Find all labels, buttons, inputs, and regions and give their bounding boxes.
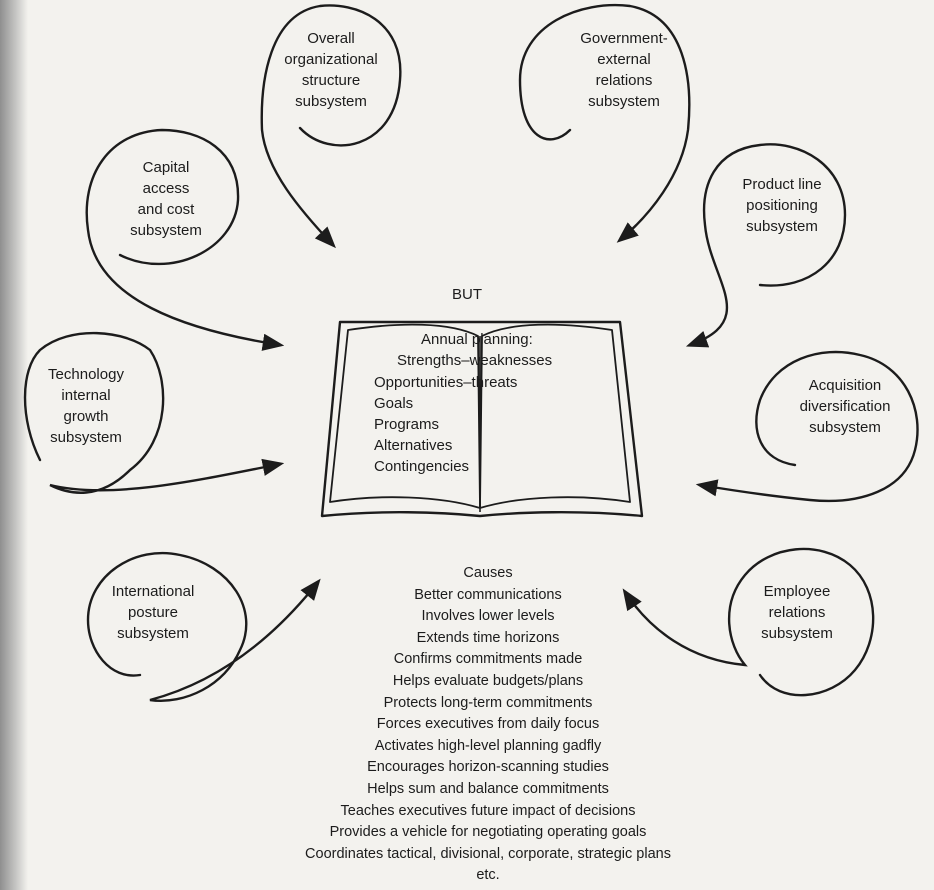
spiral-arrow-overall <box>260 4 402 249</box>
page-edge-shadow <box>0 0 28 890</box>
cause-item: Provides a vehicle for negotiating opera… <box>329 824 647 841</box>
cause-item: Helps evaluate budgets/plans <box>392 672 584 689</box>
cause-item: Helps sum and balance commitments <box>367 780 609 797</box>
causes-heading: Causes <box>463 565 513 581</box>
spiral-arrow-product <box>685 143 847 348</box>
causes-list: Causes Better communications Involves lo… <box>305 563 671 887</box>
cause-item: Extends time horizons <box>416 629 560 646</box>
spiral-arrow-employee <box>622 547 875 697</box>
cause-item: Forces executives from daily focus <box>376 716 600 733</box>
spiral-arrow-government <box>518 3 691 243</box>
book-line-programs: Programs <box>374 416 440 433</box>
cause-item: Encourages horizon-scanning studies <box>367 759 609 776</box>
cause-item: Protects long-term commitments <box>383 694 593 711</box>
cause-item: Teaches executives future impact of deci… <box>340 802 636 819</box>
book-line-goals: Goals <box>374 395 414 412</box>
book-line-alternatives: Alternatives <box>374 437 453 454</box>
cause-item: Involves lower levels <box>421 608 555 625</box>
spiral-arrow-international <box>86 551 321 702</box>
book-line-strengths: Strengths–weaknesses <box>397 352 553 369</box>
cause-item: Activates high-level planning gadfly <box>374 737 602 754</box>
spiral-arrow-technology <box>23 331 285 494</box>
cause-item: Confirms commitments made <box>393 651 583 668</box>
book-line-opportunities: Opportunities–threats <box>374 374 518 391</box>
cause-item: Better communications <box>414 586 562 603</box>
cause-item: etc. <box>476 867 500 884</box>
cause-item: Coordinates tactical, divisional, corpor… <box>305 845 671 862</box>
spiral-arrow-acquisition <box>695 350 919 503</box>
but-label: BUT <box>452 286 482 303</box>
book-right-page <box>479 323 631 509</box>
book-cover <box>320 320 644 518</box>
spiral-arrow-capital <box>85 128 285 351</box>
book-heading: Annual planning: <box>421 331 533 348</box>
book-line-contingencies: Contingencies <box>374 458 470 475</box>
